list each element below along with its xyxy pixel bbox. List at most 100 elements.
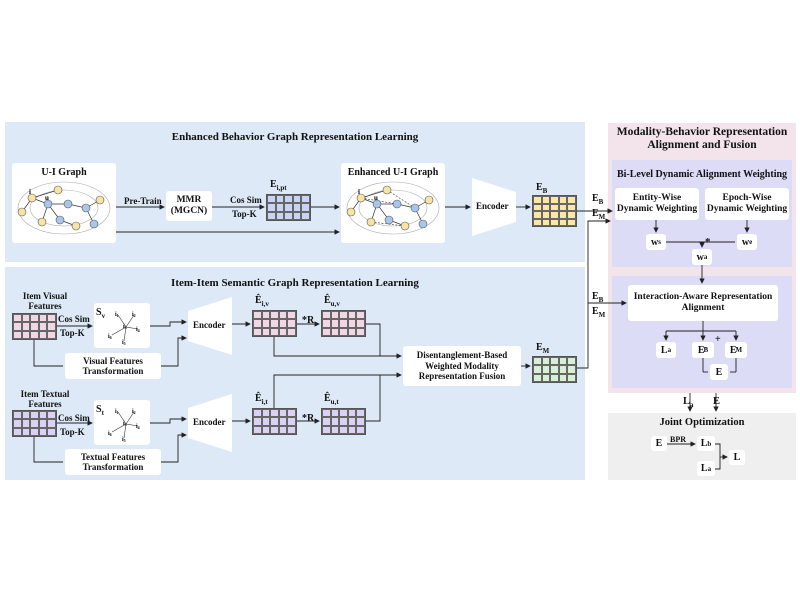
- visual-mult-r: *R: [302, 315, 315, 326]
- matrix-cell: [567, 373, 576, 382]
- matrix-cell: [21, 427, 31, 436]
- matrix-cell: [284, 195, 293, 204]
- matrix-cell: [301, 211, 310, 220]
- svg-text:i2: i2: [132, 312, 136, 318]
- matrix-cell: [287, 319, 296, 328]
- matrix-cell: [278, 311, 288, 320]
- matrix-cell: [558, 357, 568, 366]
- node-u-label: u: [45, 194, 49, 202]
- svg-text:i3: i3: [123, 421, 127, 427]
- matrix-cell: [30, 427, 39, 436]
- matrix-cell: [558, 203, 568, 211]
- textual-encoder-shape: [188, 394, 232, 452]
- matrix-cell: [356, 311, 365, 320]
- matrix-cell: [558, 373, 568, 382]
- node-u-label-2: u: [374, 194, 378, 202]
- matrix-cell: [292, 203, 302, 212]
- matrix-cell: [261, 327, 271, 336]
- matrix-cell: [47, 330, 56, 339]
- st-graph-illustration: i1 i2 i3 i4 i6 i5: [108, 409, 140, 443]
- matrix-cell: [339, 327, 348, 336]
- matrix-cell: [347, 311, 357, 320]
- epoch-wise-box: Epoch-Wise Dynamic Weighting: [705, 188, 789, 220]
- matrix-cell: [270, 417, 279, 426]
- matrix-cell: [301, 203, 310, 212]
- matrix-cell: [278, 319, 288, 328]
- matrix-cell: [253, 409, 262, 418]
- matrix-cell: [550, 365, 559, 374]
- e-ipt-matrix: [266, 194, 311, 221]
- bpr-label: BPR: [670, 435, 686, 444]
- behavior-topk: Top-K: [232, 209, 257, 219]
- e-out-box: E: [710, 364, 728, 380]
- visual-cos-sim: Cos Sim: [58, 314, 90, 324]
- matrix-cell: [267, 195, 276, 204]
- matrix-cell: [261, 409, 271, 418]
- matrix-cell: [253, 425, 262, 434]
- sv-graph-box: [94, 303, 150, 348]
- visual-topk: Top-K: [60, 328, 85, 338]
- plus-sign: +: [715, 334, 721, 345]
- entity-wise-box: Entity-Wise Dynamic Weighting: [615, 188, 699, 220]
- epoch-wise-label: Epoch-Wise Dynamic Weighting: [706, 193, 788, 214]
- matrix-cell: [13, 411, 22, 420]
- matrix-cell: [30, 419, 39, 428]
- semantic-panel-title: Item-Item Semantic Graph Representation …: [171, 277, 419, 289]
- matrix-cell: [287, 425, 296, 434]
- sv-graph-illustration: i1 i2 i3 i4 i6 i5: [108, 312, 140, 346]
- textual-transformation-label: Textual Features Transformation: [80, 452, 146, 472]
- e-iv-label: Êi,v: [255, 295, 269, 308]
- svg-text:i6: i6: [108, 334, 112, 340]
- textual-encoder-label: Encoder: [193, 417, 226, 427]
- textual-transformation-box: Textual Features Transformation: [65, 449, 161, 475]
- e-m-matrix: [532, 356, 577, 383]
- svg-text:i4: i4: [136, 327, 140, 333]
- matrix-cell: [541, 218, 551, 226]
- matrix-cell: [541, 203, 551, 211]
- matrix-cell: [533, 196, 542, 204]
- matrix-cell: [275, 195, 285, 204]
- ui-graph-illustration: u i: [17, 181, 111, 235]
- matrix-cell: [550, 373, 559, 382]
- e-it-matrix: [252, 408, 297, 435]
- behavior-cos-sim: Cos Sim: [230, 195, 262, 205]
- e-uv-matrix: [321, 310, 366, 337]
- matrix-cell: [567, 357, 576, 366]
- matrix-cell: [347, 409, 357, 418]
- behavior-encoder-shape: [472, 178, 516, 236]
- matrix-cell: [21, 330, 31, 339]
- matrix-cell: [347, 327, 357, 336]
- matrix-cell: [21, 419, 31, 428]
- matrix-cell: [13, 419, 22, 428]
- matrix-cell: [322, 425, 331, 434]
- matrix-cell: [567, 196, 576, 204]
- matrix-cell: [47, 427, 56, 436]
- e-uv-label: Êu,v: [324, 295, 340, 308]
- matrix-cell: [47, 411, 56, 420]
- matrix-cell: [550, 218, 559, 226]
- matrix-cell: [270, 311, 279, 320]
- matrix-cell: [550, 357, 559, 366]
- e-ut-matrix: [321, 408, 366, 435]
- visual-feature-matrix: [12, 313, 57, 340]
- mgcn-label: (MGCN): [170, 206, 208, 216]
- st-label: St: [96, 404, 104, 417]
- matrix-cell: [567, 211, 576, 219]
- matrix-cell: [541, 357, 551, 366]
- matrix-cell: [253, 327, 262, 336]
- entity-wise-label: Entity-Wise Dynamic Weighting: [616, 193, 698, 214]
- matrix-cell: [567, 365, 576, 374]
- visual-transformation-label: Visual Features Transformation: [82, 356, 144, 376]
- behavior-panel-title: Enhanced Behavior Graph Representation L…: [171, 131, 419, 143]
- matrix-cell: [558, 211, 568, 219]
- matrix-cell: [339, 319, 348, 328]
- fusion-label: Disentanglement-Based Weighted Modality …: [416, 350, 508, 382]
- matrix-cell: [13, 427, 22, 436]
- svg-text:i3: i3: [123, 324, 127, 330]
- matrix-cell: [38, 314, 48, 323]
- textual-mult-r: *R: [302, 413, 315, 424]
- enhanced-graph-illustration: u i: [346, 181, 440, 235]
- matrix-cell: [278, 417, 288, 426]
